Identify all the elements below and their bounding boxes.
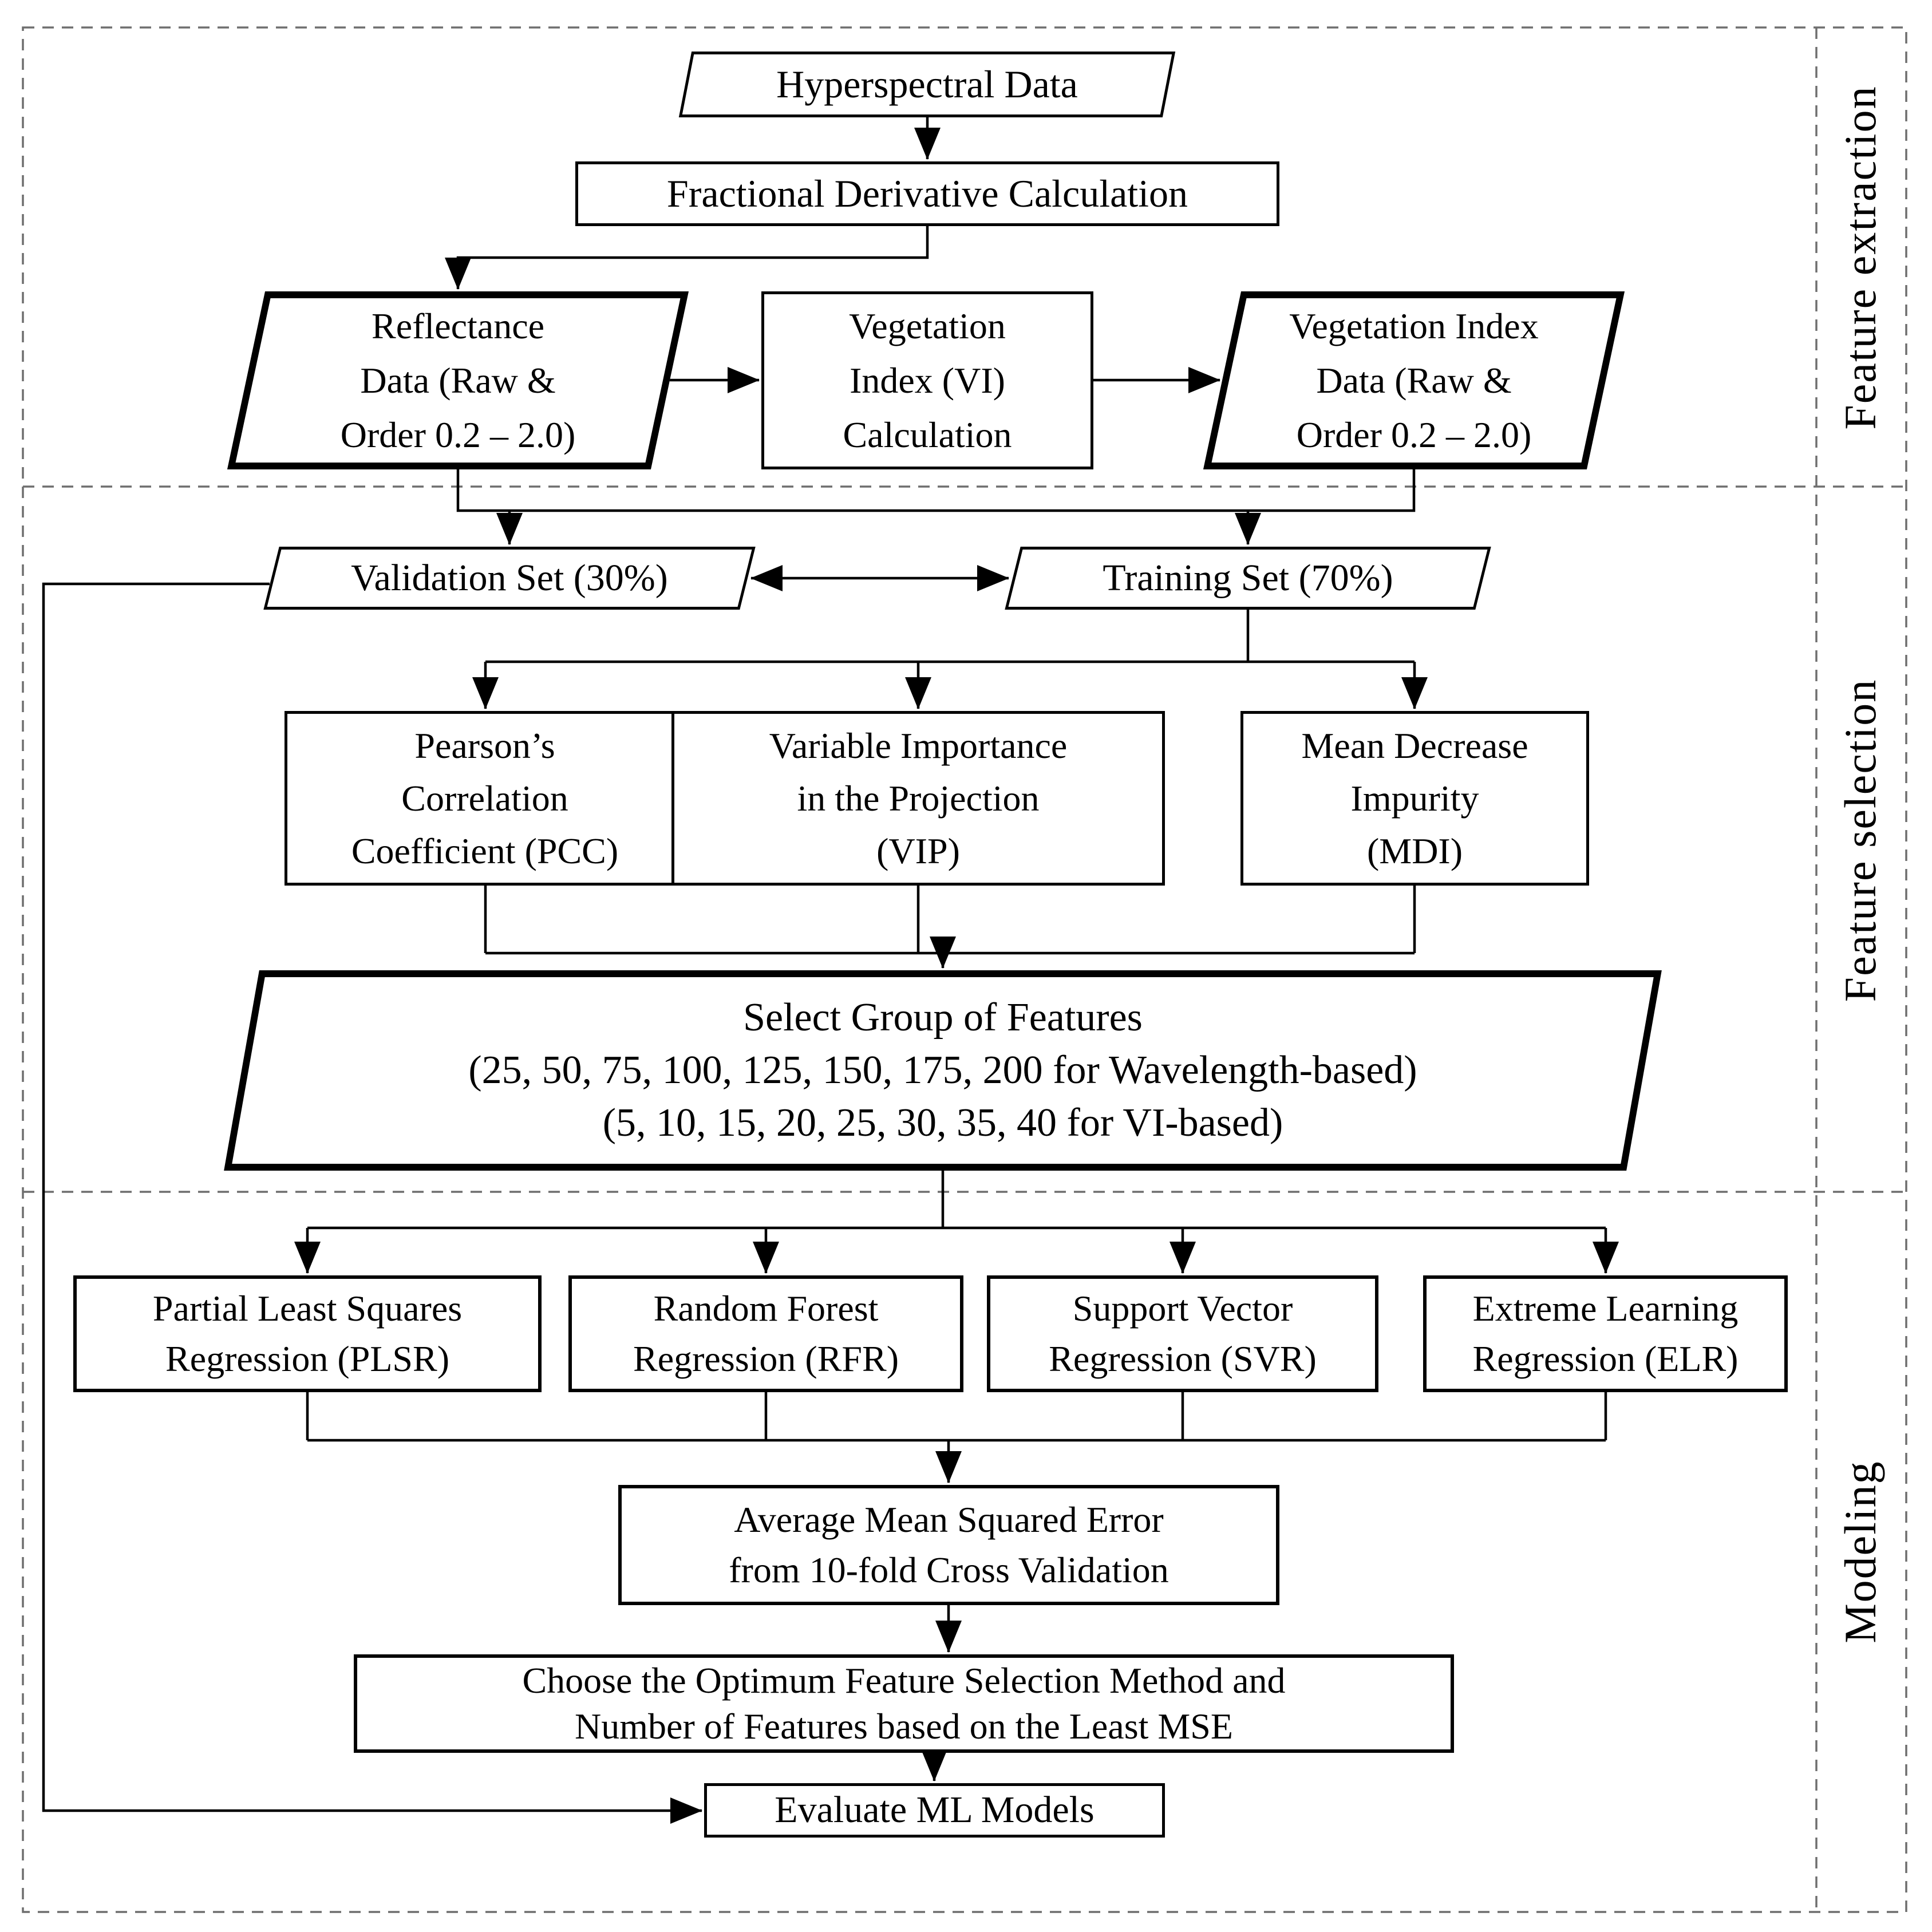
node-label: Partial Least Squares (152, 1288, 463, 1329)
node-rfr: Random Forest Regression (RFR) (568, 1275, 963, 1392)
node-label: Support Vector (1072, 1288, 1293, 1329)
node-label: Order 0.2 – 2.0) (340, 414, 576, 455)
node-select-group-of-features: Select Group of Features (25, 50, 75, 10… (224, 970, 1662, 1171)
node-training-set: Training Set (70%) (1005, 547, 1491, 610)
node-label: Coefficient (PCC) (351, 830, 619, 871)
node-label: Evaluate ML Models (775, 1789, 1095, 1831)
node-fractional-derivative-calculation: Fractional Derivative Calculation (575, 161, 1279, 226)
node-label: Regression (PLSR) (165, 1338, 449, 1379)
node-label: Data (Raw & (1316, 360, 1512, 401)
node-label: (MDI) (1366, 830, 1463, 871)
node-label: Order 0.2 – 2.0) (1296, 414, 1532, 455)
node-hyperspectral-data: Hyperspectral Data (678, 52, 1176, 117)
node-variable-importance-projection: Variable Importance in the Projection (V… (671, 711, 1165, 886)
node-label: Variable Importance (769, 725, 1068, 766)
node-evaluate-ml-models: Evaluate ML Models (704, 1783, 1165, 1838)
node-svr: Support Vector Regression (SVR) (987, 1275, 1378, 1392)
node-label: Fractional Derivative Calculation (666, 172, 1188, 215)
node-label: Calculation (843, 414, 1012, 455)
node-label: in the Projection (797, 777, 1040, 819)
node-label: Vegetation Index (1289, 306, 1539, 346)
node-label: Regression (RFR) (633, 1338, 899, 1379)
node-label: Index (VI) (850, 360, 1005, 401)
node-vegetation-index-calculation: Vegetation Index (VI) Calculation (761, 291, 1093, 469)
node-label: Pearson’s (414, 725, 555, 766)
node-label: Choose the Optimum Feature Selection Met… (522, 1660, 1286, 1701)
node-label: Regression (SVR) (1049, 1338, 1317, 1379)
node-vegetation-index-data: Vegetation Index Data (Raw & Order 0.2 –… (1203, 291, 1625, 469)
node-mean-decrease-impurity: Mean Decrease Impurity (MDI) (1240, 711, 1589, 886)
node-label: Hyperspectral Data (776, 62, 1078, 106)
node-average-mse: Average Mean Squared Error from 10-fold … (618, 1485, 1279, 1605)
connector-data-to-sets (456, 469, 1416, 512)
node-label: Regression (ELR) (1472, 1338, 1739, 1379)
node-label: (5, 10, 15, 20, 25, 30, 35, 40 for VI-ba… (602, 1101, 1283, 1145)
node-label: Extreme Learning (1472, 1288, 1739, 1329)
node-reflectance-data: Reflectance Data (Raw & Order 0.2 – 2.0) (227, 291, 689, 469)
node-choose-optimum: Choose the Optimum Feature Selection Met… (354, 1654, 1454, 1753)
section-label-modeling: Modeling (1835, 1460, 1885, 1643)
node-elr: Extreme Learning Regression (ELR) (1423, 1275, 1788, 1392)
node-label: Vegetation (849, 306, 1006, 346)
outer-dashed-border (22, 26, 1907, 1913)
node-label: Data (Raw & (360, 360, 556, 401)
node-label: from 10-fold Cross Validation (729, 1550, 1169, 1590)
node-label: Mean Decrease (1301, 725, 1528, 766)
node-label: Training Set (70%) (1103, 556, 1393, 599)
node-label: Impurity (1350, 777, 1479, 819)
node-label: Average Mean Squared Error (734, 1499, 1164, 1540)
node-label: Correlation (401, 777, 568, 819)
node-label: Reflectance (372, 306, 544, 346)
node-label: (VIP) (876, 830, 960, 871)
section-label-feature-selection: Feature selection (1835, 678, 1885, 1002)
node-pearsons-correlation-coefficient: Pearson’s Correlation Coefficient (PCC) (285, 711, 685, 886)
node-validation-set: Validation Set (30%) (263, 547, 756, 610)
node-label: Validation Set (30%) (351, 556, 668, 599)
node-label: Select Group of Features (743, 995, 1143, 1040)
node-label: (25, 50, 75, 100, 125, 150, 175, 200 for… (468, 1048, 1417, 1092)
node-plsr: Partial Least Squares Regression (PLSR) (73, 1275, 542, 1392)
node-label: Number of Features based on the Least MS… (575, 1706, 1233, 1747)
node-label: Random Forest (653, 1288, 879, 1329)
arrow-fractional-to-reflectance (445, 226, 929, 290)
arrow-validation-to-evaluate (42, 582, 702, 1824)
